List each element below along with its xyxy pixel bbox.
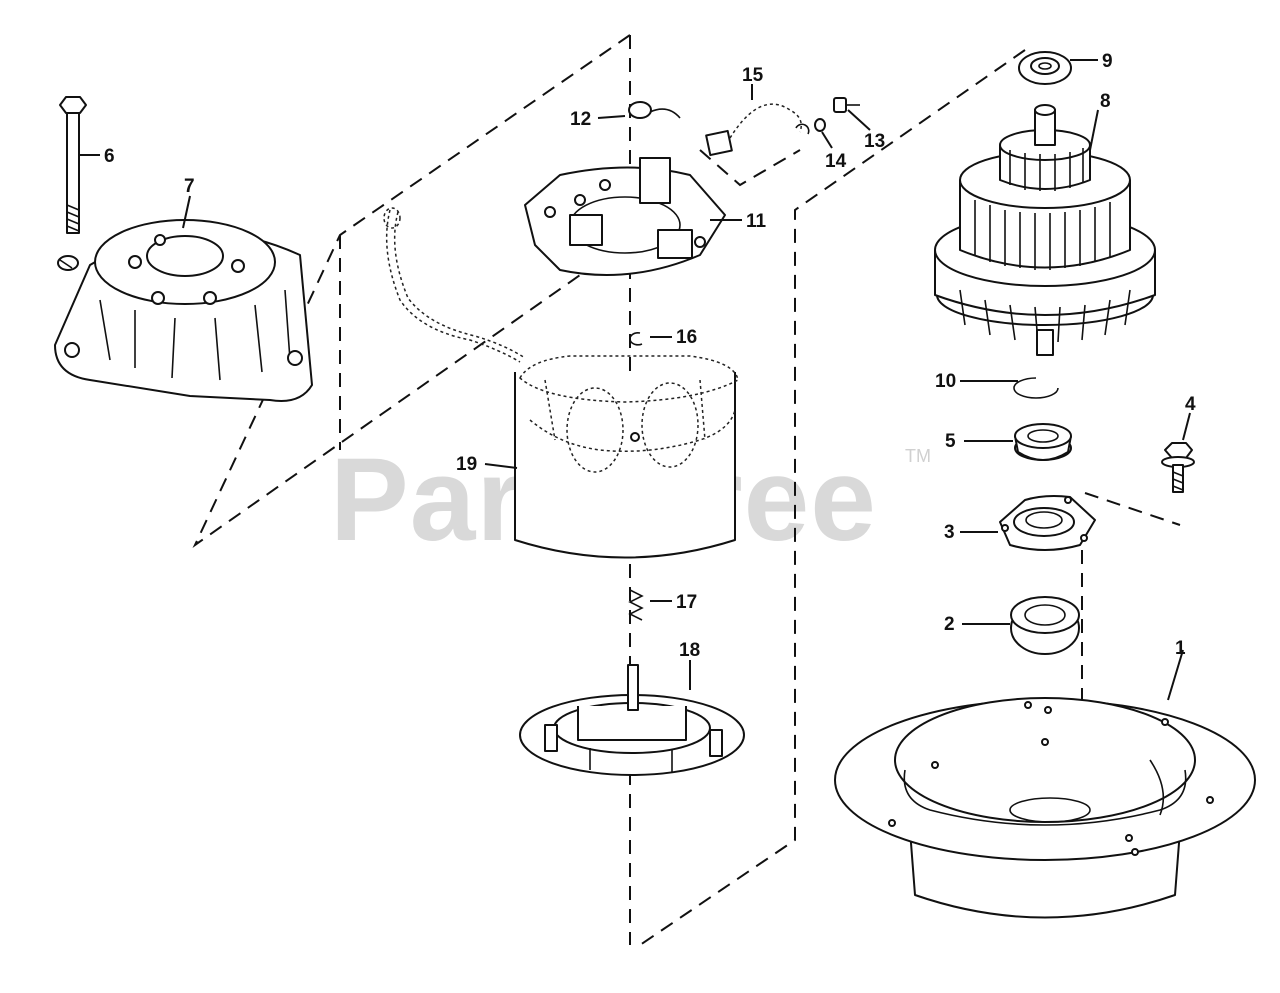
- part-snap-ring-10: [1013, 377, 1059, 399]
- part-bearing-2: [1010, 596, 1080, 655]
- part-end-cap-7: [54, 219, 313, 402]
- part-bolt-4: [1161, 442, 1195, 493]
- callout-11: 11: [746, 211, 767, 232]
- watermark-trademark: TM: [905, 446, 931, 466]
- callout-14: 14: [825, 151, 847, 172]
- part-retainer-plate-3: [999, 495, 1096, 551]
- part-armature-8: [934, 104, 1156, 356]
- callout-6: 6: [104, 146, 115, 167]
- part-housing-1: [834, 697, 1256, 919]
- part-retainer-ring-18: [519, 664, 745, 776]
- callout-8: 8: [1100, 91, 1111, 112]
- callout-15: 15: [742, 65, 764, 86]
- part-clip-16: [629, 332, 643, 346]
- part-lockwasher-6: [57, 255, 79, 271]
- callout-7: 7: [184, 176, 195, 197]
- part-bolt-6: [59, 96, 87, 234]
- callout-16: 16: [676, 327, 697, 348]
- callout-17: 17: [676, 592, 697, 613]
- part-screw-13: [833, 97, 860, 113]
- callout-19: 19: [456, 454, 477, 475]
- part-brush-spring-12: [628, 101, 681, 119]
- part-bearing-9: [1018, 51, 1072, 85]
- callout-4: 4: [1185, 394, 1196, 415]
- callout-18: 18: [679, 640, 700, 661]
- callout-2: 2: [944, 614, 955, 635]
- part-spring-17: [628, 589, 644, 621]
- leader-lines: [80, 59, 1191, 701]
- callout-10: 10: [935, 371, 956, 392]
- callout-13: 13: [864, 131, 885, 152]
- callout-3: 3: [944, 522, 955, 543]
- callout-5: 5: [945, 431, 956, 452]
- callouts: 1 2 3 4 5 6 7 8 9 10 11 12 13 14 15 16 1…: [104, 51, 1196, 661]
- callout-12: 12: [570, 109, 591, 130]
- part-lockwasher-14: [814, 118, 826, 132]
- part-seal-5: [1014, 423, 1072, 461]
- callout-9: 9: [1102, 51, 1113, 72]
- part-brush-lead-15: [705, 103, 810, 157]
- part-stator-19: [383, 207, 739, 559]
- part-brush-plate-11: [524, 157, 726, 276]
- callout-1: 1: [1175, 638, 1186, 659]
